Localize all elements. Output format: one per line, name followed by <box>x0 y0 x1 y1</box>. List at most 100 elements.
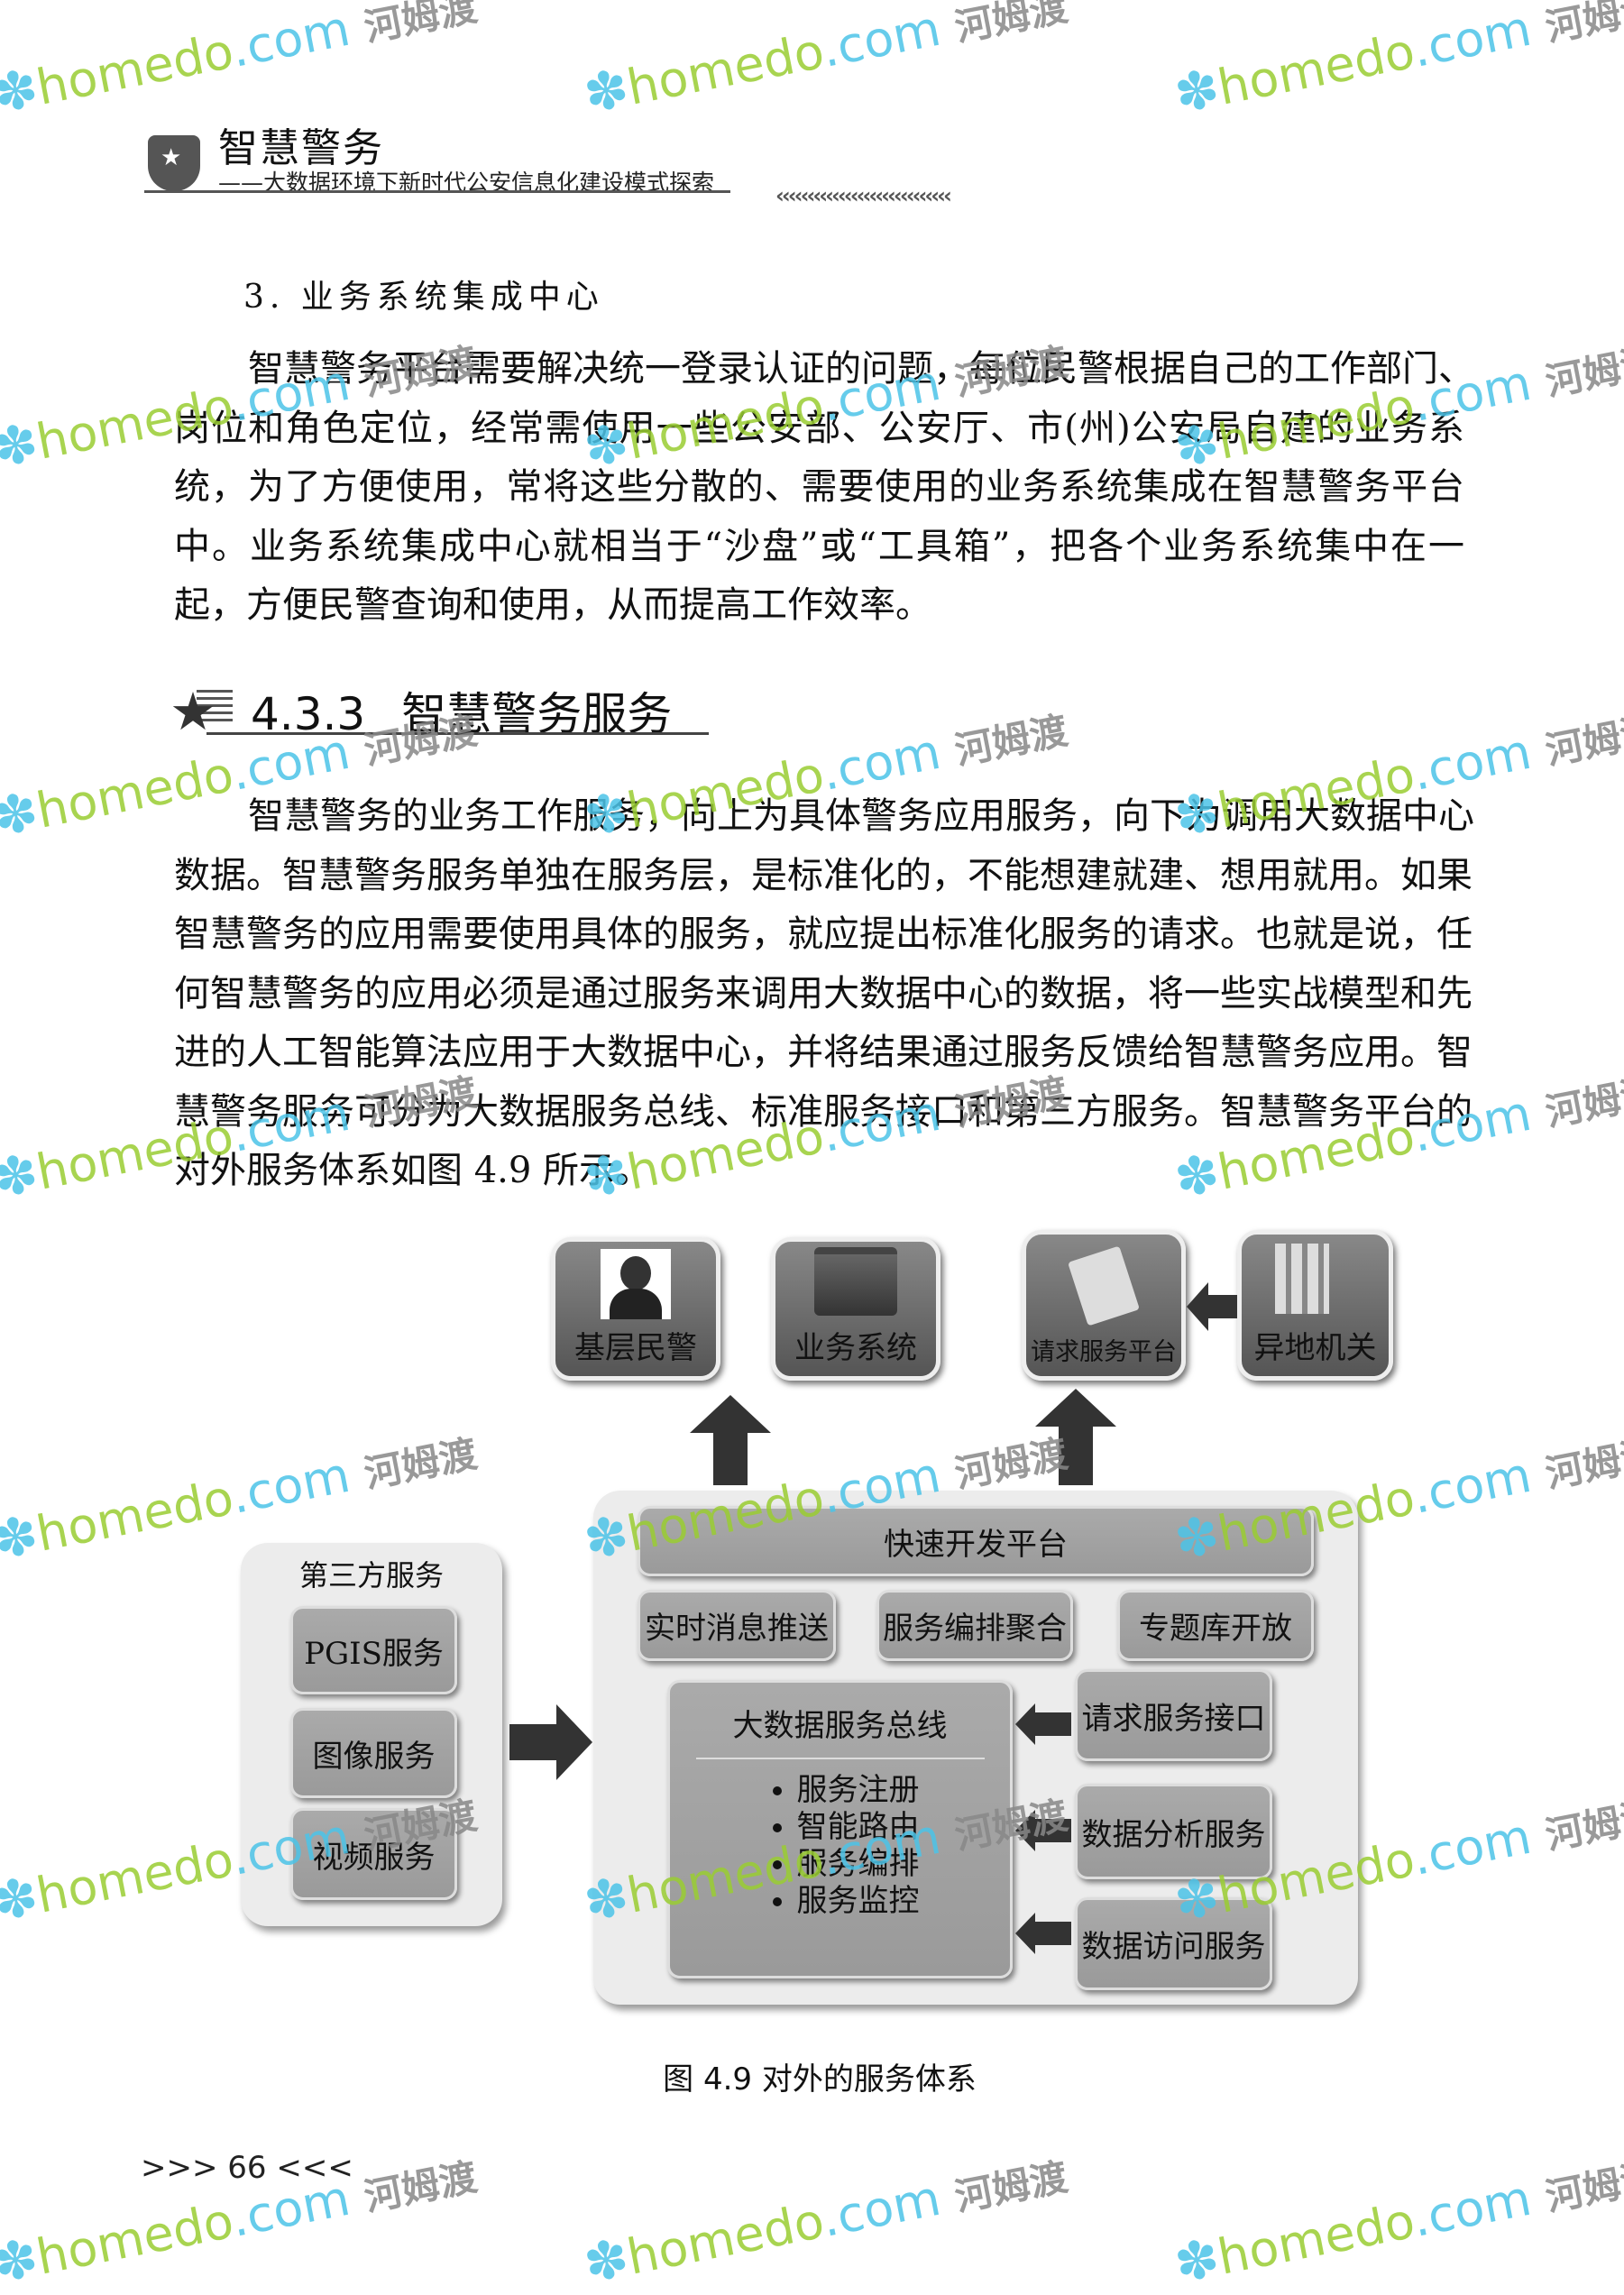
third-party-image: 图像服务 <box>290 1708 457 1798</box>
header-divider <box>144 190 730 193</box>
watermark-cn: 河姆渡 <box>950 708 1071 774</box>
rapid-dev-platform: 快速开发平台 <box>638 1506 1314 1576</box>
watermark-cn: 河姆渡 <box>360 2154 482 2220</box>
document-upload-icon <box>1068 1245 1140 1327</box>
top-box-label: 请求服务平台 <box>1031 1338 1177 1366</box>
text-line: 进的人工智能算法应用于大数据中心，并将结果通过服务反馈给智慧警务应用。智 <box>174 1032 1473 1073</box>
flower-logo-icon: ✽ <box>0 56 43 125</box>
watermark-cn: 河姆渡 <box>1541 2154 1624 2220</box>
top-box-label: 异地机关 <box>1253 1330 1377 1366</box>
watermark-domain: .com <box>225 1446 355 1526</box>
figure-caption: 图 4.9 对外的服务体系 <box>663 2061 977 2098</box>
bus-item: 服务编排 <box>797 1846 920 1883</box>
text-line: 智慧警务平台需要解决统一登录认证的问题，每位民警根据自己的工作部门、 <box>248 348 1474 390</box>
bus-item: 智能路由 <box>797 1809 920 1846</box>
watermark-cn: 河姆渡 <box>1541 1431 1624 1497</box>
watermark-brand: homedo <box>32 1831 237 1925</box>
header-chevron-decoration: ‹‹‹‹‹‹‹‹‹‹‹‹‹‹‹‹‹‹‹‹‹‹‹‹‹‹‹‹ <box>775 183 952 208</box>
arrow-right-icon <box>509 1704 592 1780</box>
watermark-domain: .com <box>1407 1808 1536 1887</box>
flower-logo-icon: ✽ <box>0 410 43 480</box>
top-box-label: 业务系统 <box>794 1330 917 1366</box>
watermark-brand: homedo <box>622 22 828 116</box>
watermark-domain: .com <box>1407 2170 1536 2249</box>
arrow-up-icon <box>1035 1389 1116 1485</box>
bus-item: 服务监控 <box>797 1883 920 1920</box>
section-heading: 4.3.3 智慧警务服务 <box>251 678 708 743</box>
watermark-cn: 河姆渡 <box>1541 1793 1624 1859</box>
section-number: 4.3.3 <box>251 688 366 740</box>
realtime-push: 实时消息推送 <box>638 1590 836 1661</box>
arrow-left-icon <box>1015 1703 1071 1745</box>
arrow-left-icon <box>1015 1810 1071 1851</box>
watermark: ✽homedo.com 河姆渡 <box>579 2142 1072 2295</box>
flower-logo-icon: ✽ <box>1169 2226 1225 2295</box>
watermark-cn: 河姆渡 <box>950 0 1071 50</box>
flower-logo-icon: ✽ <box>0 780 43 849</box>
text-line: 对外服务体系如图 4.9 所示。 <box>174 1150 652 1191</box>
watermark-cn: 河姆渡 <box>360 1431 482 1497</box>
watermark: ✽homedo.com 河姆渡 <box>0 0 482 125</box>
data-analysis-service: 数据分析服务 <box>1075 1784 1272 1879</box>
third-party-video: 视频服务 <box>290 1808 457 1900</box>
watermark-cn: 河姆渡 <box>360 0 482 50</box>
arrow-left-icon <box>1187 1282 1237 1331</box>
third-party-title: 第三方服务 <box>298 1558 444 1593</box>
watermark-cn: 河姆渡 <box>1541 1069 1624 1135</box>
watermark-cn: 河姆渡 <box>950 2154 1071 2220</box>
topic-db-open: 专题库开放 <box>1117 1590 1314 1661</box>
arrow-left-icon <box>1015 1913 1071 1954</box>
flower-logo-icon: ✽ <box>1169 56 1225 125</box>
text-line: 数据。智慧警务服务单独在服务层，是标准化的，不能想建就建、想用就用。如果 <box>174 854 1473 896</box>
briefcase-icon <box>814 1247 897 1316</box>
flower-logo-icon: ✽ <box>0 2226 43 2295</box>
text-line: 智慧警务的业务工作服务，向上为具体警务应用服务，向下为调用大数据中心 <box>248 795 1474 837</box>
header-shield-logo: ★ <box>148 135 200 191</box>
text-line: 中。业务系统集成中心就相当于“沙盘”或“工具箱”，把各个业务系统集中在一 <box>174 525 1464 567</box>
big-data-service-bus: 大数据服务总线 服务注册 智能路由 服务编排 服务监控 <box>667 1680 1013 1978</box>
watermark: ✽homedo.com 河姆渡 <box>579 0 1072 125</box>
flower-logo-icon: ✽ <box>0 1865 43 1934</box>
third-party-pgis: PGIS服务 <box>290 1606 457 1694</box>
page-number: >>> 66 <<< <box>141 2150 353 2186</box>
building-pin-icon <box>1274 1244 1329 1314</box>
watermark-brand: homedo <box>1213 22 1418 116</box>
top-box-remote-agency: 异地机关 <box>1237 1230 1393 1381</box>
heading-stripes-decoration <box>197 690 233 726</box>
bus-title: 大数据服务总线 <box>695 1701 985 1759</box>
top-box-business-system: 业务系统 <box>771 1237 940 1381</box>
watermark: ✽homedo.com 河姆渡 <box>1170 2142 1624 2295</box>
flower-logo-icon: ✽ <box>0 1503 43 1573</box>
watermark-cn: 河姆渡 <box>1541 339 1624 405</box>
watermark-domain: .com <box>1407 0 1536 78</box>
text-line: 慧警务服务可分为大数据服务总线、标准服务接口和第三方服务。智慧警务平台的 <box>174 1090 1473 1133</box>
watermark-domain: .com <box>816 0 945 78</box>
data-access-service: 数据访问服务 <box>1075 1897 1272 1990</box>
bus-item: 服务注册 <box>797 1772 920 1809</box>
top-box-label: 基层民警 <box>574 1330 697 1366</box>
watermark-brand: homedo <box>32 1469 237 1563</box>
service-orchestration: 服务编排聚合 <box>876 1590 1073 1661</box>
flower-logo-icon: ✽ <box>0 1142 43 1211</box>
heading-underline <box>206 732 709 735</box>
watermark-brand: homedo <box>622 2192 828 2287</box>
watermark-brand: homedo <box>32 2192 237 2287</box>
flower-logo-icon: ✽ <box>578 2226 634 2295</box>
watermark-brand: homedo <box>32 22 237 116</box>
star-icon: ★ <box>170 681 216 742</box>
request-service-interface: 请求服务接口 <box>1075 1669 1272 1761</box>
top-box-police: 基层民警 <box>551 1237 720 1381</box>
watermark: ✽homedo.com 河姆渡 <box>1170 0 1624 125</box>
watermark-cn: 河姆渡 <box>1541 0 1624 50</box>
text-line: 何智慧警务的应用必须是通过服务来调用大数据中心的数据，将一些实战模型和先 <box>174 972 1473 1014</box>
text-line: 统，为了方便使用，常将这些分散的、需要使用的业务系统集成在智慧警务平台 <box>174 466 1464 508</box>
arrow-up-icon <box>690 1395 771 1485</box>
section-title: 智慧警务服务 <box>401 688 673 740</box>
watermark-brand: homedo <box>1213 2192 1418 2287</box>
text-line: 起，方便民警查询和使用，从而提高工作效率。 <box>174 584 931 626</box>
watermark-domain: .com <box>816 2170 945 2249</box>
text-line: 岗位和角色定位，经常需使用一些公安部、公安厅、市(州)公安局自建的业务系 <box>174 407 1464 449</box>
police-officer-icon <box>601 1249 671 1319</box>
watermark-cn: 河姆渡 <box>1541 708 1624 774</box>
flower-logo-icon: ✽ <box>578 56 634 125</box>
